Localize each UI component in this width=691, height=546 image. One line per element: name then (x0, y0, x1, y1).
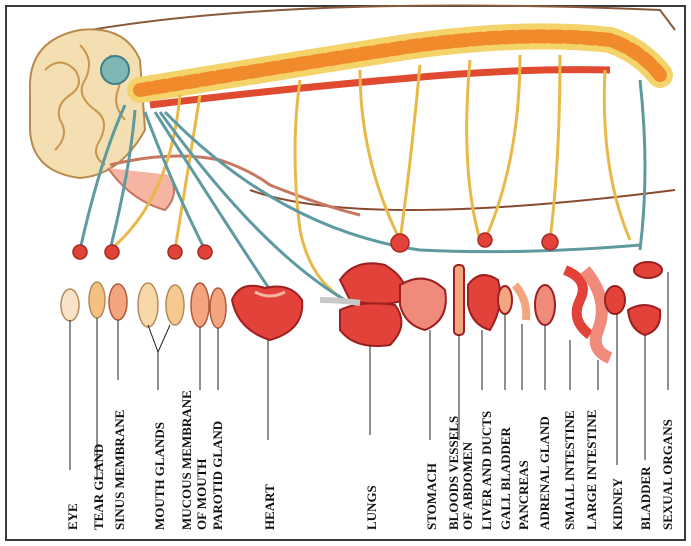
label-large-intestine: LARGE INTESTINE (584, 410, 599, 530)
mouth-glands-organ (138, 283, 158, 327)
label-kidney: KIDNEY (610, 477, 625, 530)
label-pancreas: PANCREAS (516, 460, 531, 530)
parotid-gland-organ (210, 288, 226, 328)
label-of-abdomen: OF ABDOMEN (460, 441, 475, 530)
tear-gland-organ (89, 282, 105, 318)
kidney-organ (605, 286, 625, 314)
mucous-membrane-organ (191, 283, 209, 327)
label-gall-bladder: GALL BLADDER (498, 426, 513, 530)
gall-bladder-organ (498, 286, 512, 314)
label-sinus-membrane: SINUS MEMBRANE (112, 410, 127, 530)
label-eye: EYE (65, 503, 80, 530)
label-bloods-vessels: BLOODS VESSELS (446, 416, 461, 530)
label-of-mouth: OF MOUTH (194, 459, 209, 530)
label-mouth-glands: MOUTH GLANDS (152, 422, 167, 530)
adrenal-gland-organ (535, 285, 555, 325)
label-sexual-organs: SEXUAL ORGANS (660, 419, 675, 530)
label-heart: HEART (262, 484, 277, 530)
label-liver-and-ducts: LIVER AND DUCTS (479, 411, 494, 530)
label-small-intestine: SMALL INTESTINE (562, 410, 577, 530)
mouth-glands-organ-2 (166, 285, 184, 325)
label-mucous-membrane: MUCOUS MEMBRANE (179, 390, 194, 530)
blood-vessels-organ (454, 265, 464, 335)
eye-organ (61, 289, 79, 321)
label-lungs: LUNGS (364, 485, 379, 530)
label-tear-gland: TEAR GLAND (91, 444, 106, 530)
label-bladder: BLADDER (638, 466, 653, 530)
label-stomach: STOMACH (424, 463, 439, 530)
sinus-membrane-organ (109, 284, 127, 320)
label-parotid-gland: PAROTID GLAND (210, 421, 225, 530)
label-adrenal-gland: ADRENAL GLAND (537, 416, 552, 530)
sexual-organs-organ (634, 262, 662, 278)
